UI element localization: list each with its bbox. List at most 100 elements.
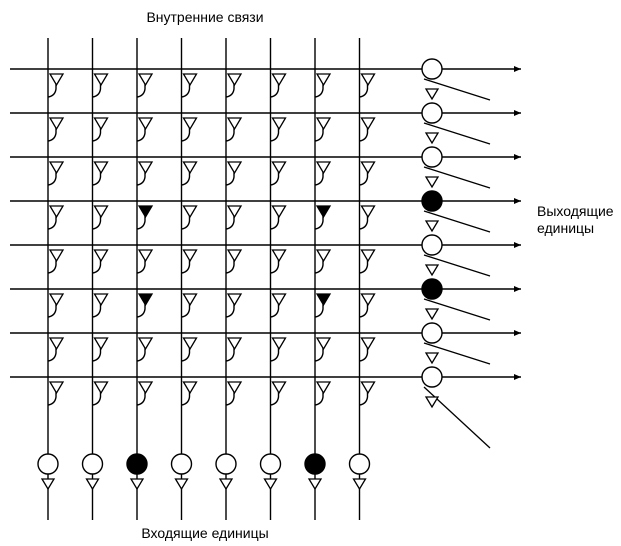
input-unit [215, 453, 237, 475]
connection-stem [225, 259, 235, 274]
synapse [93, 117, 109, 131]
connection-stem [92, 171, 102, 186]
synapse [182, 73, 198, 87]
connection-stem [314, 215, 324, 230]
connection-stem [181, 391, 191, 406]
synapse [182, 337, 198, 351]
input-synapse [352, 478, 367, 491]
synapse [48, 161, 65, 175]
synapse [137, 337, 154, 351]
output-synapse [424, 132, 440, 145]
synapse [137, 381, 154, 395]
synapse [48, 381, 65, 395]
synapse [48, 205, 65, 219]
connection-stem [136, 171, 146, 186]
connection-stem [314, 259, 324, 274]
connection-stem [270, 347, 280, 362]
connection-stem [181, 259, 191, 274]
synapse [271, 117, 287, 131]
synapse [182, 381, 198, 395]
output-synapse [424, 352, 440, 365]
connection-stem [359, 215, 369, 230]
connection-stem [47, 127, 57, 142]
connection-stem [47, 83, 57, 98]
connection-stem [270, 215, 280, 230]
input-unit [37, 453, 59, 475]
connection-stem [270, 259, 280, 274]
input-units [37, 453, 371, 491]
synapse [226, 293, 243, 307]
synapse [315, 73, 332, 87]
active-synapse [137, 205, 154, 219]
output-unit [421, 102, 443, 124]
input-synapse [307, 478, 323, 491]
connection-stem [136, 215, 146, 230]
connection-stem [270, 127, 280, 142]
synapse [360, 117, 376, 131]
output-synapse [424, 264, 440, 277]
connection-stem [314, 303, 324, 318]
output-unit [421, 366, 443, 388]
connection-stem [47, 391, 57, 406]
connection-stem [359, 347, 369, 362]
active-synapse [315, 205, 332, 219]
synapse [226, 205, 243, 219]
connection-stem [270, 303, 280, 318]
synapse [271, 293, 287, 307]
feedback-line [423, 210, 491, 233]
output-lines [10, 66, 521, 380]
connection-stem [47, 215, 57, 230]
connection-stem [136, 83, 146, 98]
output-synapse [424, 88, 440, 101]
connection-stem [181, 215, 191, 230]
connection-stem [47, 303, 57, 318]
connection-stem [92, 83, 102, 98]
active-input-unit [126, 453, 148, 475]
synapse [360, 161, 376, 175]
input-unit [348, 453, 371, 475]
synapse [182, 161, 198, 175]
connection-stem [92, 347, 102, 362]
connection-stem [47, 171, 57, 186]
synapse [93, 293, 109, 307]
synapse [226, 381, 243, 395]
connection-stem [314, 127, 324, 142]
connection-stem [47, 259, 57, 274]
output-synapse [424, 176, 440, 189]
output-unit [421, 146, 443, 168]
synapse [271, 337, 287, 351]
connection-stem [314, 391, 324, 406]
feedback-line [423, 386, 491, 449]
feedback-line [423, 254, 491, 277]
synapse [93, 73, 109, 87]
connection-stem [181, 171, 191, 186]
synapse [137, 117, 154, 131]
synapse [226, 73, 243, 87]
connection-stem [225, 215, 235, 230]
active-input-unit [304, 453, 326, 475]
synapse [226, 161, 243, 175]
output-units-label: Выходящие единицы [537, 203, 614, 236]
synapse [360, 381, 376, 395]
internal-connections-label: Внутренние связи [146, 9, 264, 25]
synapse [315, 249, 332, 263]
output-units [421, 58, 491, 449]
connection-stem [270, 391, 280, 406]
output-unit [421, 58, 443, 80]
input-unit [170, 453, 193, 475]
synapse [48, 249, 65, 263]
connection-stem [181, 347, 191, 362]
synapse [93, 205, 109, 219]
connection-stem [359, 259, 369, 274]
synapse [360, 293, 376, 307]
synapse [48, 293, 65, 307]
connection-stem [270, 171, 280, 186]
connection-stem [314, 83, 324, 98]
connection-stem [92, 391, 102, 406]
synapse [315, 117, 332, 131]
input-unit [81, 453, 104, 475]
synapse [360, 337, 376, 351]
synapse [182, 249, 198, 263]
synapse [315, 381, 332, 395]
